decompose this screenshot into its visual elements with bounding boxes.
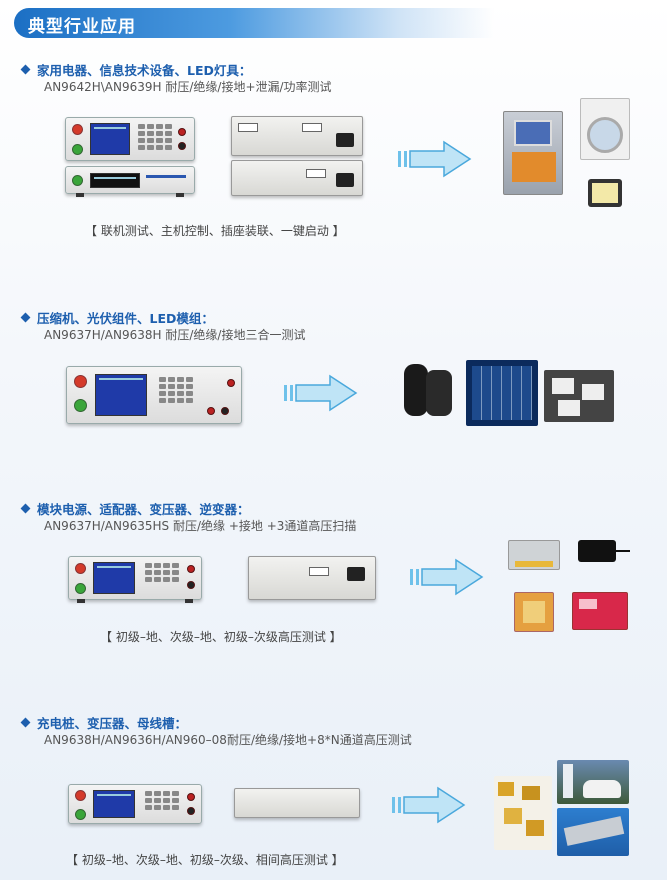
section-heading: 家用电器、信息技术设备、LED灯具： (20, 60, 252, 79)
model-line: AN9642H\AN9639H 耐压/绝缘/接地+泄漏/功率测试 (44, 80, 332, 94)
diamond-bullet-icon (20, 312, 31, 323)
compressor-image (400, 360, 456, 422)
arrow-right-icon (410, 558, 484, 596)
feature-caption: 【 初级–地、次级–地、初级–次级高压测试 】 (100, 630, 342, 644)
power-meter-rear-image (231, 160, 363, 196)
model-line: AN9637H/AN9635HS 耐压/绝缘 +接地 +3通道高压扫描 (44, 519, 357, 533)
scanner-front-image (248, 556, 376, 600)
tester-front-image (68, 556, 202, 603)
power-module-image (508, 540, 560, 570)
diamond-bullet-icon (20, 717, 31, 728)
diamond-bullet-icon (20, 503, 31, 514)
section-heading: 充电桩、变压器、母线槽： (20, 713, 188, 732)
heading-text: 压缩机、光伏组件、LED模组： (37, 311, 214, 326)
model-line: AN9637H/AN9638H 耐压/绝缘/接地三合一测试 (44, 328, 306, 342)
diamond-bullet-icon (20, 64, 31, 75)
section-heading: 压缩机、光伏组件、LED模组： (20, 308, 214, 327)
transformer-image (514, 592, 554, 632)
feature-caption: 【 联机测试、主机控制、插座装联、一键启动 】 (85, 224, 345, 238)
transformer-parts-image (494, 776, 552, 850)
inverter-image (572, 592, 628, 630)
washing-machine-image (580, 98, 630, 160)
multichannel-scanner-image (234, 788, 360, 818)
section-title-bar: 典型行业应用 (14, 8, 494, 38)
power-meter-front-image (65, 166, 195, 197)
charging-pile-image (557, 760, 629, 804)
heading-text: 家用电器、信息技术设备、LED灯具： (37, 63, 252, 78)
adapter-image (574, 534, 632, 570)
heading-text: 充电桩、变压器、母线槽： (37, 716, 188, 731)
arrow-right-icon (398, 140, 472, 178)
busbar-image (557, 808, 629, 856)
tester-front-image (68, 784, 202, 824)
arrow-right-icon (284, 374, 358, 412)
section-heading: 模块电源、适配器、变压器、逆变器： (20, 499, 250, 518)
led-floodlight-image (584, 173, 626, 215)
tester-front-image (65, 117, 195, 161)
model-line: AN9638H/AN9636H/AN960–08耐压/绝缘/接地+8*N通道高压… (44, 733, 412, 747)
feature-caption: 【 初级–地、次级–地、初级–次级、相间高压测试 】 (66, 853, 344, 867)
solar-panel-image (466, 360, 538, 426)
arrow-right-icon (392, 786, 466, 824)
atm-machine-image (503, 111, 563, 195)
heading-text: 模块电源、适配器、变压器、逆变器： (37, 502, 250, 517)
tester-rear-image (231, 116, 363, 156)
page-title: 典型行业应用 (28, 17, 136, 37)
tester-front-image (66, 366, 242, 424)
led-module-image (544, 370, 614, 422)
